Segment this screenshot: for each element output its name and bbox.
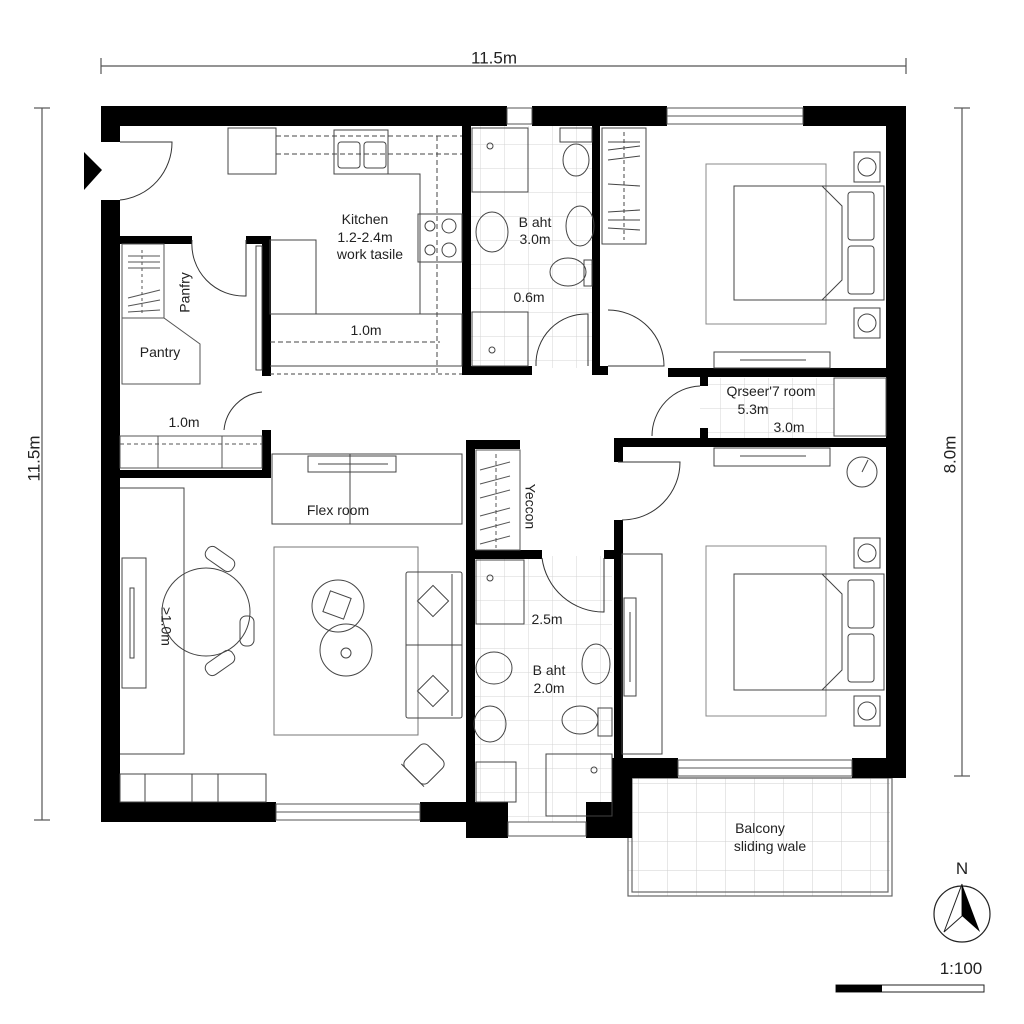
doors (119, 141, 701, 613)
kitchen-label: Kitchen (341, 211, 389, 227)
top-dimension-label: 11.5m (471, 48, 517, 68)
balcony-note: sliding wale (733, 838, 807, 854)
dining-size-label: ≥1.0m (158, 607, 175, 646)
queen-room-size-a: 5.3m (737, 401, 769, 417)
entrance-arrow (84, 152, 102, 190)
bedroom-1-furniture (601, 127, 885, 369)
kitchen-counter-dimension: 1.0m (350, 322, 382, 338)
kitchen-size: 1.2-2.4m (337, 229, 393, 245)
right-dimension-label: 8.0m (940, 435, 960, 474)
bath-bottom-size: 2.0m (533, 680, 565, 696)
balcony-label: Balcony (735, 820, 785, 836)
bath-top-clearance: 0.6m (513, 289, 545, 305)
windows (275, 107, 853, 837)
flex-room-label: Flex room (306, 502, 370, 518)
bath-top-size: 3.0m (519, 231, 551, 247)
living-furniture (271, 453, 463, 787)
closet-label: Yeccon (522, 483, 539, 530)
scale-label: 1:100 (939, 959, 983, 978)
north-label: N (955, 859, 969, 878)
scale-bar (835, 984, 985, 993)
bedroom-2-furniture (621, 447, 885, 755)
bath-bottom-clearance: 2.5m (531, 611, 563, 627)
bath-bottom-label: B aht (532, 662, 566, 678)
pantry-label: Pantry (139, 344, 181, 360)
dining-furniture (119, 487, 267, 803)
north-arrow-icon (933, 883, 991, 943)
dimension-lines (34, 58, 970, 821)
bath-top-label: B aht (518, 214, 552, 230)
tiled-floors (470, 126, 890, 896)
queen-room-size-b: 3.0m (773, 419, 805, 435)
bath-bottom-fixtures (473, 559, 613, 817)
pantry-closet-label: Panfry (176, 272, 193, 313)
pantry-fixtures (121, 243, 201, 385)
queen-room-label: Qrseer'7 room (726, 383, 816, 399)
closet-fixtures (475, 449, 521, 551)
hall-cabinets (119, 435, 263, 469)
walls (101, 106, 906, 838)
kitchen-note: work tasile (336, 246, 404, 262)
queen-room-fixtures (833, 377, 887, 437)
kitchen-fixtures (227, 127, 463, 376)
bath-top-fixtures (471, 127, 595, 367)
left-dimension-label: 11.5m (24, 435, 44, 482)
hall-width-label: 1.0m (168, 414, 200, 430)
